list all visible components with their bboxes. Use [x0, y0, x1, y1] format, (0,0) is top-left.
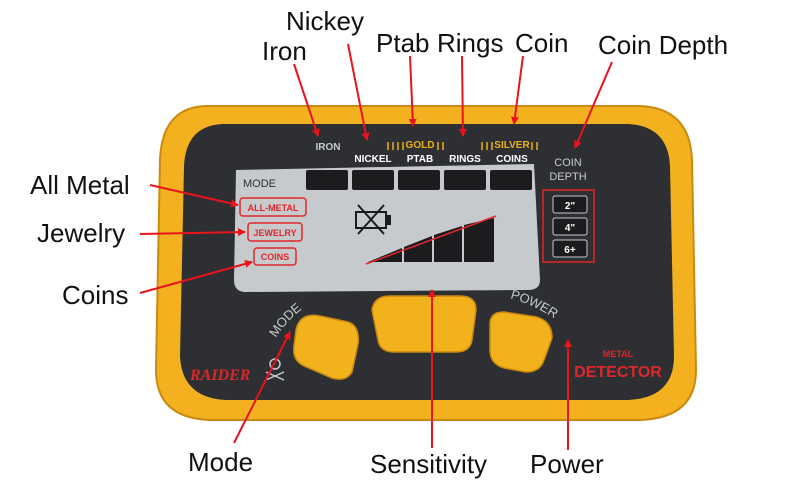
mode-title: MODE	[243, 178, 276, 190]
mode-jewelry-label: JEWELRY	[253, 228, 296, 238]
depth-title-depth: DEPTH	[549, 171, 586, 183]
gold-silver-tick-marks	[387, 142, 538, 150]
arrow-nickey	[347, 43, 370, 141]
battery-icon	[355, 204, 391, 235]
callout-coin: Coin	[515, 28, 569, 58]
category-rings: RINGS	[449, 154, 481, 165]
mode-all-metal-box	[239, 197, 307, 217]
category-nickel: NICKEL	[354, 154, 391, 165]
brand-tag-metal: METAL	[603, 349, 634, 359]
callout-coin-depth: Coin Depth	[598, 30, 729, 60]
callout-sensitivity: Sensitivity	[370, 449, 488, 479]
mode-button[interactable]	[292, 314, 360, 380]
depth-4-box	[552, 217, 588, 236]
callout-arrows	[139, 43, 613, 450]
power-button[interactable]	[489, 311, 553, 373]
signal-strength-bars	[365, 215, 497, 265]
callout-jewelry: Jewelry	[37, 218, 126, 248]
sensitivity-button[interactable]	[371, 295, 477, 353]
arrow-iron	[293, 63, 320, 137]
category-coins: COINS	[496, 154, 528, 165]
arrow-coin-depth	[574, 61, 613, 149]
arrow-rings	[458, 55, 467, 137]
sensitivity-button-label: SENSITIVITY	[387, 274, 460, 288]
mode-coins-label: COINS	[261, 252, 290, 262]
depth-title-coin: COIN	[554, 157, 582, 169]
category-silver: SILVER	[494, 140, 530, 151]
arrow-all-metal	[149, 184, 239, 208]
target-id-segments	[306, 170, 532, 190]
callout-mode: Mode	[188, 447, 254, 477]
arrow-coin	[510, 55, 524, 125]
callout-all-metal: All Metal	[30, 170, 130, 200]
arrow-ptab	[408, 55, 417, 127]
arrow-coins	[139, 260, 253, 294]
mode-all-metal-label: ALL-METAL	[248, 203, 299, 213]
callout-nickey: Nickey	[286, 6, 365, 36]
category-ptab: PTAB	[407, 154, 433, 165]
brand-tag-detector: DETECTOR	[574, 364, 662, 381]
brand-logo: RAIDER	[189, 367, 251, 384]
depth-indicator-frame	[542, 189, 595, 263]
mode-coins-box	[253, 247, 297, 266]
callout-ptab: Ptab	[376, 28, 430, 58]
arrow-mode	[233, 331, 291, 444]
depth-6-label: 6+	[564, 245, 576, 256]
depth-4-label: 4"	[565, 223, 576, 234]
category-gold: GOLD	[406, 140, 435, 151]
depth-6-box	[552, 239, 588, 258]
callout-coins: Coins	[62, 280, 129, 310]
callout-iron: Iron	[262, 36, 307, 66]
callout-power: Power	[530, 449, 604, 479]
depth-2-label: 2"	[565, 201, 576, 212]
category-iron: IRON	[316, 142, 341, 153]
mode-jewelry-box	[247, 222, 303, 242]
callout-rings: Rings	[437, 28, 504, 58]
arrow-jewelry	[139, 228, 246, 237]
depth-2-box	[552, 195, 588, 214]
